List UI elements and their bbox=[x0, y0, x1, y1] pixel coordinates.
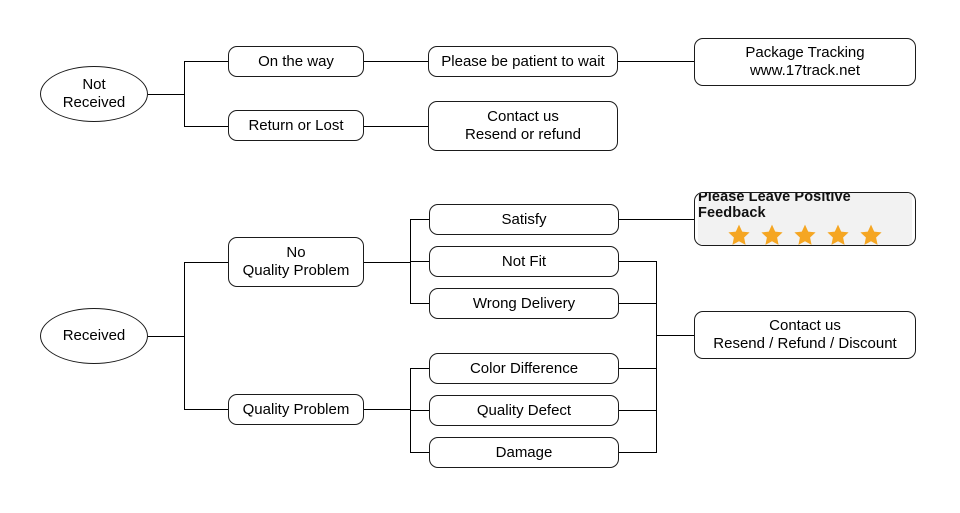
connector-qp-stem bbox=[364, 409, 410, 410]
card-positive-feedback[interactable]: Please Leave Positive Feedback bbox=[694, 192, 916, 246]
connector-wait-to-tracking bbox=[618, 61, 694, 62]
connector-satisfy-to-feedback bbox=[619, 219, 694, 220]
connector-color-difference-to-bus bbox=[619, 368, 656, 369]
star-icon bbox=[860, 225, 882, 245]
connector-damage-to-bus bbox=[619, 452, 656, 453]
node-quality-defect[interactable]: Quality Defect bbox=[429, 395, 619, 426]
feedback-inner-panel: Please Leave Positive Feedback bbox=[698, 192, 912, 245]
connector-not-received-stem bbox=[148, 94, 184, 95]
connector-bus-to-contact bbox=[656, 335, 694, 336]
connector-return-to-contact bbox=[364, 126, 428, 127]
connector-nqp-to-not-fit bbox=[410, 261, 430, 262]
node-quality-problem[interactable]: Quality Problem bbox=[228, 394, 364, 425]
connector-to-return-or-lost bbox=[184, 126, 229, 127]
connector-to-no-quality-problem bbox=[184, 262, 229, 263]
node-package-tracking[interactable]: Package Tracking www.17track.net bbox=[694, 38, 916, 86]
star-icon bbox=[827, 225, 849, 245]
star-icon bbox=[728, 225, 750, 245]
star-icon bbox=[761, 225, 783, 245]
connector-received-stem bbox=[148, 336, 184, 337]
node-not-fit[interactable]: Not Fit bbox=[429, 246, 619, 277]
star-icon bbox=[794, 225, 816, 245]
connector-received-bus bbox=[184, 262, 185, 410]
connector-nqp-to-satisfy bbox=[410, 219, 430, 220]
connector-nqp-to-wrong-delivery bbox=[410, 303, 430, 304]
connector-merge-bus bbox=[656, 261, 657, 453]
connector-to-on-the-way bbox=[184, 61, 229, 62]
node-received[interactable]: Received bbox=[40, 308, 148, 364]
node-wrong-delivery[interactable]: Wrong Delivery bbox=[429, 288, 619, 319]
node-please-be-patient[interactable]: Please be patient to wait bbox=[428, 46, 618, 77]
node-contact-resend-refund-discount[interactable]: Contact us Resend / Refund / Discount bbox=[694, 311, 916, 359]
node-not-received[interactable]: Not Received bbox=[40, 66, 148, 122]
node-no-quality-problem[interactable]: No Quality Problem bbox=[228, 237, 364, 287]
connector-nqp-stem bbox=[364, 262, 410, 263]
node-return-or-lost[interactable]: Return or Lost bbox=[228, 110, 364, 141]
node-on-the-way[interactable]: On the way bbox=[228, 46, 364, 77]
connector-quality-defect-to-bus bbox=[619, 410, 656, 411]
connector-not-received-bus bbox=[184, 61, 185, 127]
star-rating[interactable] bbox=[727, 223, 883, 245]
connector-qp-to-quality-defect bbox=[410, 410, 430, 411]
connector-not-fit-to-bus bbox=[619, 261, 656, 262]
connector-on-the-way-to-wait bbox=[364, 61, 428, 62]
feedback-text: Please Leave Positive Feedback bbox=[698, 192, 851, 221]
node-contact-resend-refund[interactable]: Contact us Resend or refund bbox=[428, 101, 618, 151]
node-color-difference[interactable]: Color Difference bbox=[429, 353, 619, 384]
connector-qp-to-damage bbox=[410, 452, 430, 453]
node-satisfy[interactable]: Satisfy bbox=[429, 204, 619, 235]
connector-qp-to-color-difference bbox=[410, 368, 430, 369]
connector-to-quality-problem bbox=[184, 409, 229, 410]
connector-wrong-delivery-to-bus bbox=[619, 303, 656, 304]
node-damage[interactable]: Damage bbox=[429, 437, 619, 468]
